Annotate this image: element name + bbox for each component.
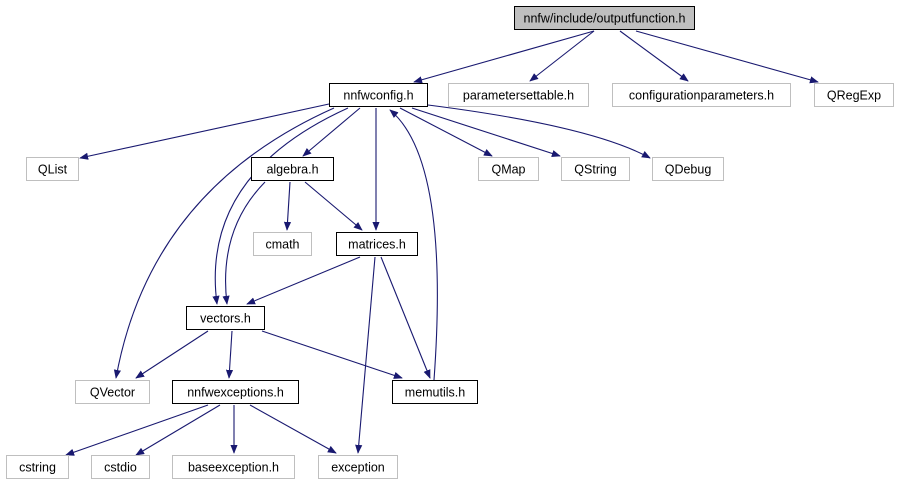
edge-nnfwconfig-to-QVector xyxy=(113,107,335,379)
node-box-nnfwexceptions xyxy=(172,380,299,404)
node-label-QString: QString xyxy=(574,163,616,177)
node-box-vectors xyxy=(186,306,265,330)
node-label-cmath: cmath xyxy=(265,238,299,252)
edge-outputfunction-to-parametersettable xyxy=(529,30,595,82)
node-exception: exception xyxy=(318,455,398,479)
edge-matrices-to-vectors xyxy=(246,256,361,305)
edge-matrices-to-exception xyxy=(355,256,376,454)
node-QMap: QMap xyxy=(478,157,539,181)
node-label-QDebug: QDebug xyxy=(665,163,712,177)
node-label-matrices: matrices.h xyxy=(348,238,406,252)
node-box-QRegExp xyxy=(814,83,894,107)
node-label-vectors: vectors.h xyxy=(200,312,251,326)
node-box-QDebug xyxy=(652,157,724,181)
node-parametersettable: parametersettable.h xyxy=(448,83,589,107)
node-QString: QString xyxy=(561,157,630,181)
edge-vectors-to-memutils xyxy=(261,330,403,379)
node-box-QString xyxy=(561,157,630,181)
node-QDebug: QDebug xyxy=(652,157,724,181)
node-vectors[interactable]: vectors.h xyxy=(186,306,265,330)
node-configurationparameters: configurationparameters.h xyxy=(612,83,791,107)
node-label-nnfwexceptions: nnfwexceptions.h xyxy=(187,386,284,400)
node-algebra[interactable]: algebra.h xyxy=(251,157,334,181)
node-cmath: cmath xyxy=(253,232,312,256)
edge-algebra-to-cmath xyxy=(283,181,292,231)
node-label-QList: QList xyxy=(38,163,68,177)
edge-memutils-to-nnfwconfig xyxy=(389,109,438,381)
edge-nnfwexceptions-to-cstdio xyxy=(135,404,221,456)
node-box-cmath xyxy=(253,232,312,256)
node-label-memutils: memutils.h xyxy=(405,386,465,400)
node-QRegExp: QRegExp xyxy=(814,83,894,107)
edge-vectors-to-nnfwexceptions xyxy=(225,330,234,379)
node-label-configurationparameters: configurationparameters.h xyxy=(629,89,774,103)
edge-outputfunction-to-QRegExp xyxy=(635,30,819,84)
node-label-cstdio: cstdio xyxy=(104,461,137,475)
edge-nnfwconfig-to-QMap xyxy=(399,107,493,157)
node-box-QVector xyxy=(75,380,150,404)
node-label-nnfwconfig: nnfwconfig.h xyxy=(343,89,413,103)
edge-outputfunction-to-nnfwconfig xyxy=(413,30,595,84)
edge-matrices-to-memutils xyxy=(380,256,431,379)
node-nnfwexceptions[interactable]: nnfwexceptions.h xyxy=(172,380,299,404)
node-matrices[interactable]: matrices.h xyxy=(336,232,418,256)
node-label-QMap: QMap xyxy=(491,163,525,177)
edge-nnfwconfig-to-QDebug xyxy=(419,103,651,159)
node-box-matrices xyxy=(336,232,418,256)
node-label-parametersettable: parametersettable.h xyxy=(463,89,574,103)
node-label-baseexception: baseexception.h xyxy=(188,461,279,475)
node-nnfwconfig[interactable]: nnfwconfig.h xyxy=(329,83,428,107)
node-box-configurationparameters xyxy=(612,83,791,107)
node-box-cstdio xyxy=(91,455,150,479)
node-label-QRegExp: QRegExp xyxy=(827,89,881,103)
node-box-QMap xyxy=(478,157,539,181)
node-label-outputfunction: nnfw/include/outputfunction.h xyxy=(524,12,686,26)
node-box-exception xyxy=(318,455,398,479)
node-memutils[interactable]: memutils.h xyxy=(392,380,478,404)
node-label-exception: exception xyxy=(331,461,385,475)
node-label-cstring: cstring xyxy=(19,461,56,475)
node-box-nnfwconfig xyxy=(329,83,428,107)
node-box-QList xyxy=(26,157,79,181)
node-box-memutils xyxy=(392,380,478,404)
edge-nnfwconfig-to-QString xyxy=(411,107,561,157)
edge-nnfwexceptions-to-cstring xyxy=(65,404,209,456)
node-outputfunction: nnfw/include/outputfunction.h xyxy=(514,6,695,30)
edge-nnfwconfig-to-QList xyxy=(79,103,330,160)
edge-nnfwconfig-to-vectors xyxy=(212,107,349,305)
node-box-cstring xyxy=(6,455,69,479)
node-box-outputfunction xyxy=(514,6,695,30)
edge-algebra-to-matrices xyxy=(304,181,363,231)
edge-algebra-to-vectors xyxy=(222,181,266,305)
edge-vectors-to-QVector xyxy=(135,330,209,379)
node-box-parametersettable xyxy=(448,83,589,107)
node-label-algebra: algebra.h xyxy=(266,163,318,177)
edge-nnfwconfig-to-algebra xyxy=(302,107,361,157)
node-QList: QList xyxy=(26,157,79,181)
node-cstring: cstring xyxy=(6,455,69,479)
node-QVector: QVector xyxy=(75,380,150,404)
node-label-QVector: QVector xyxy=(90,386,135,400)
edge-nnfwexceptions-to-exception xyxy=(249,404,337,454)
edge-outputfunction-to-configurationparameters xyxy=(619,30,689,82)
node-box-algebra xyxy=(251,157,334,181)
node-baseexception: baseexception.h xyxy=(172,455,295,479)
node-box-baseexception xyxy=(172,455,295,479)
node-cstdio: cstdio xyxy=(91,455,150,479)
